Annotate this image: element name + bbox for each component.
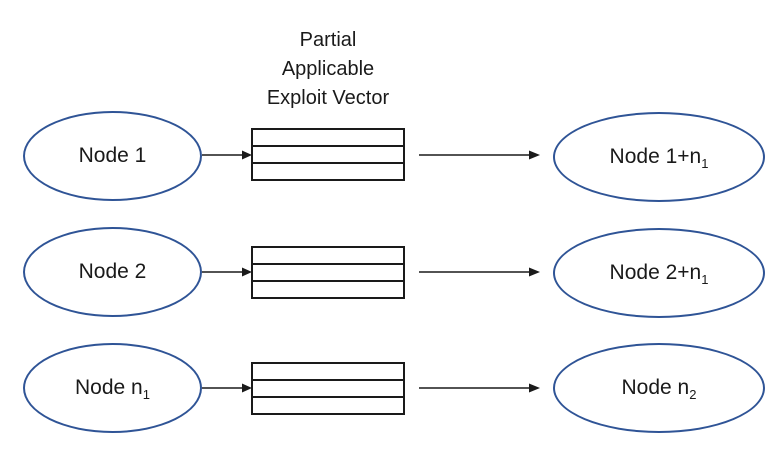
arrow-source-to-vector-row3 [202, 383, 252, 393]
arrow-source-to-vector-row1 [202, 150, 252, 160]
exploit-vector-box-row3 [251, 362, 405, 415]
exploit-vector-segment [253, 162, 403, 179]
node-label: Node 1 [78, 144, 147, 167]
node-ellipse-source-1: Node 1 [23, 111, 202, 201]
node-ellipse-target-3: Node n2 [553, 343, 765, 433]
diagram-title: Partial Applicable Exploit Vector [266, 29, 390, 109]
node-ellipse-source-3: Node n1 [23, 343, 202, 433]
node-label: Node 2+n1 [609, 261, 709, 288]
exploit-vector-segment [253, 145, 403, 162]
node-ellipse-target-1: Node 1+n1 [553, 112, 765, 202]
exploit-vector-box-row2 [251, 246, 405, 299]
node-label: Node n2 [621, 376, 697, 403]
exploit-vector-segment [253, 280, 403, 297]
node-ellipse-source-2: Node 2 [23, 227, 202, 317]
exploit-vector-segment [253, 396, 403, 413]
node-label: Node 1+n1 [609, 145, 709, 172]
arrow-vector-to-target-row2 [419, 267, 540, 277]
node-label: Node n1 [75, 376, 150, 403]
exploit-vector-segment [253, 248, 403, 263]
exploit-vector-segment [253, 263, 403, 280]
node-label: Node 2 [78, 260, 147, 283]
arrow-vector-to-target-row3 [419, 383, 540, 393]
arrow-vector-to-target-row1 [419, 150, 540, 160]
exploit-vector-segment [253, 364, 403, 379]
exploit-vector-box-row1 [251, 128, 405, 181]
exploit-vector-segment [253, 130, 403, 145]
node-ellipse-target-2: Node 2+n1 [553, 228, 765, 318]
exploit-vector-segment [253, 379, 403, 396]
arrow-source-to-vector-row2 [202, 267, 252, 277]
